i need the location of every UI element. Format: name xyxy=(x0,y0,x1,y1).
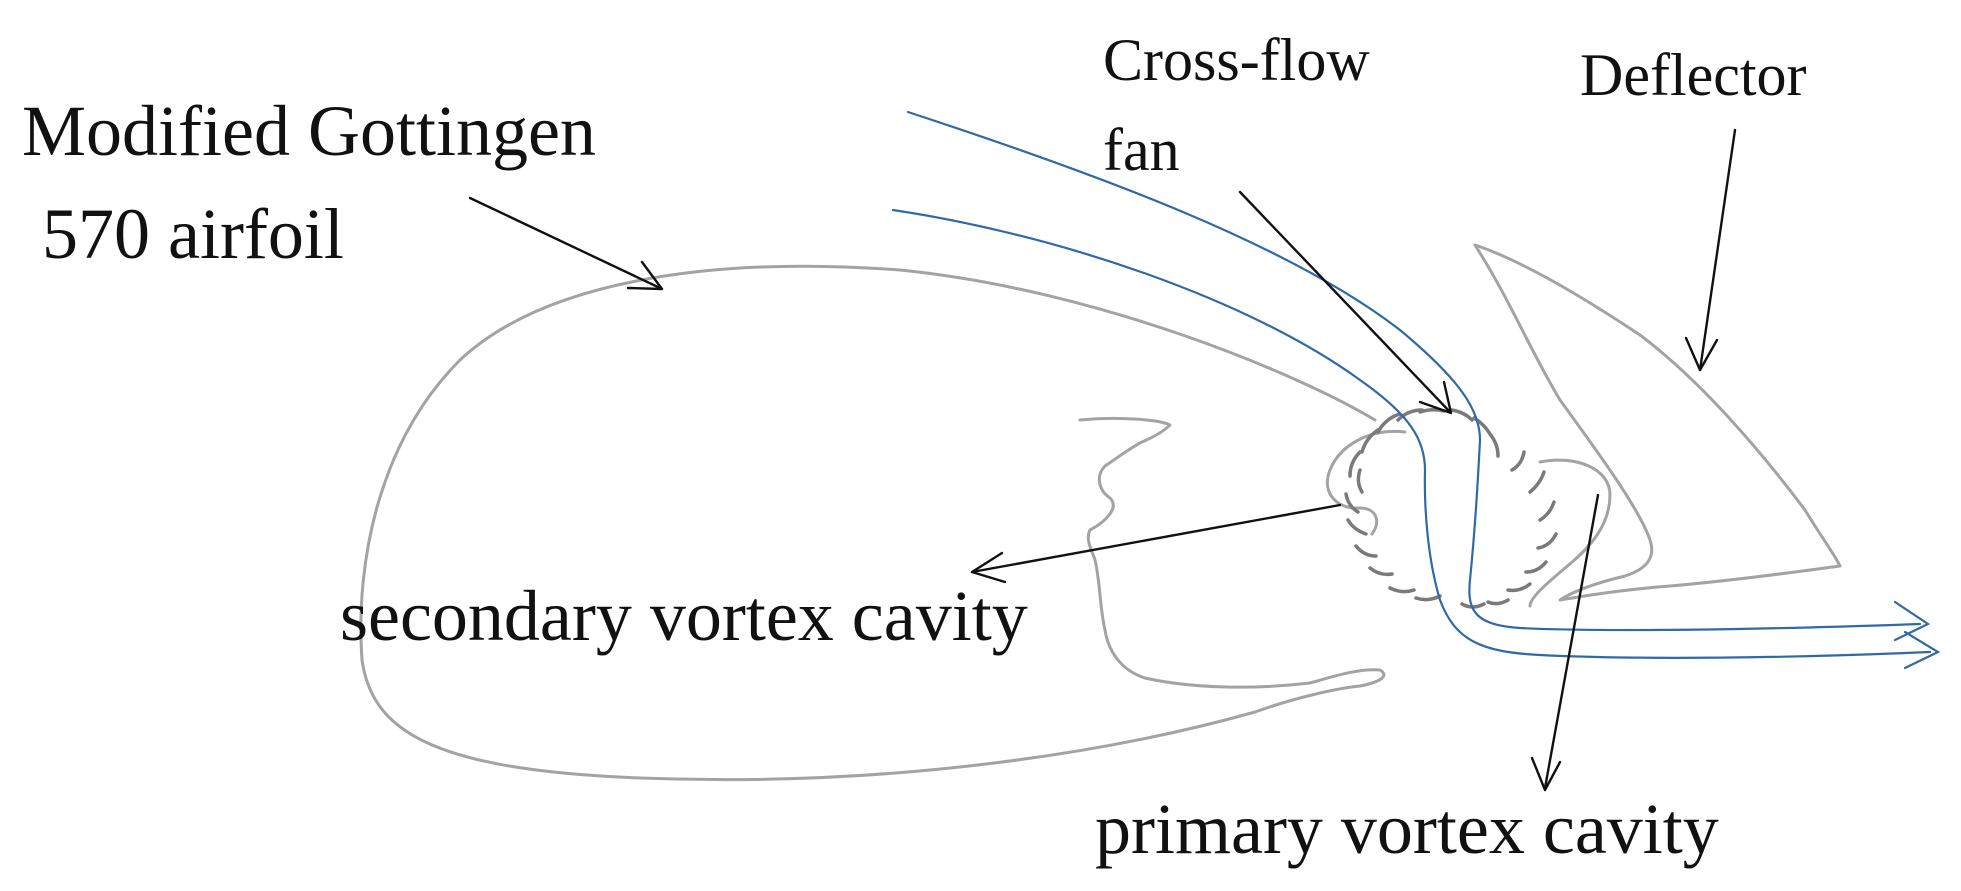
fan-label-line2: fan xyxy=(1103,117,1180,183)
fan-blade xyxy=(1344,492,1360,514)
deflector-pointer-arrow xyxy=(1684,128,1737,372)
flow-arrowhead-upper xyxy=(1893,600,1931,642)
fan-blade xyxy=(1360,428,1380,454)
fan-blade xyxy=(1348,450,1362,478)
fan-blade xyxy=(1510,450,1526,472)
deflector-label: Deflector xyxy=(1580,42,1807,108)
secondary-vortex-cavity-wall xyxy=(1325,429,1407,536)
fan-blade xyxy=(1356,468,1364,494)
fan-blade xyxy=(1506,582,1532,593)
fan-blade xyxy=(1536,532,1558,550)
fan-blade xyxy=(1376,412,1402,434)
cross-flow-fan-blades xyxy=(1344,407,1558,609)
fan-blade xyxy=(1488,432,1500,458)
airfoil-outline xyxy=(359,264,1386,782)
airfoil-label-line2: 570 airfoil xyxy=(42,194,344,274)
fan-blade xyxy=(1528,470,1546,494)
airfoil-label-line1: Modified Gottingen xyxy=(22,91,596,171)
deflector-outline xyxy=(1473,243,1842,602)
fan-blade xyxy=(1346,518,1368,536)
fan-blade xyxy=(1388,586,1416,594)
fan-blade xyxy=(1450,408,1474,422)
primary-cavity-pointer-arrow xyxy=(1530,493,1600,792)
primary-vortex-cavity-wall xyxy=(1528,458,1612,608)
fan-pointer-arrow xyxy=(1238,190,1453,415)
fan-label-line1: Cross-flow xyxy=(1103,27,1370,93)
flow-streamline-upper xyxy=(906,110,1922,632)
fan-blade xyxy=(1538,500,1556,522)
fan-blade xyxy=(1368,566,1394,577)
flow-streamline-lower xyxy=(891,208,1932,659)
fan-blade xyxy=(1486,598,1510,606)
primary-cavity-label: primary vortex cavity xyxy=(1095,789,1719,869)
flow-arrowhead-lower xyxy=(1903,630,1941,670)
secondary-cavity-pointer-arrow xyxy=(970,503,1342,584)
airfoil-pointer-arrow xyxy=(468,196,664,291)
fan-blade xyxy=(1414,594,1442,602)
fan-blade xyxy=(1396,408,1424,422)
fan-blade xyxy=(1354,544,1378,558)
secondary-cavity-label: secondary vortex cavity xyxy=(340,576,1028,656)
fan-blade xyxy=(1524,560,1548,574)
